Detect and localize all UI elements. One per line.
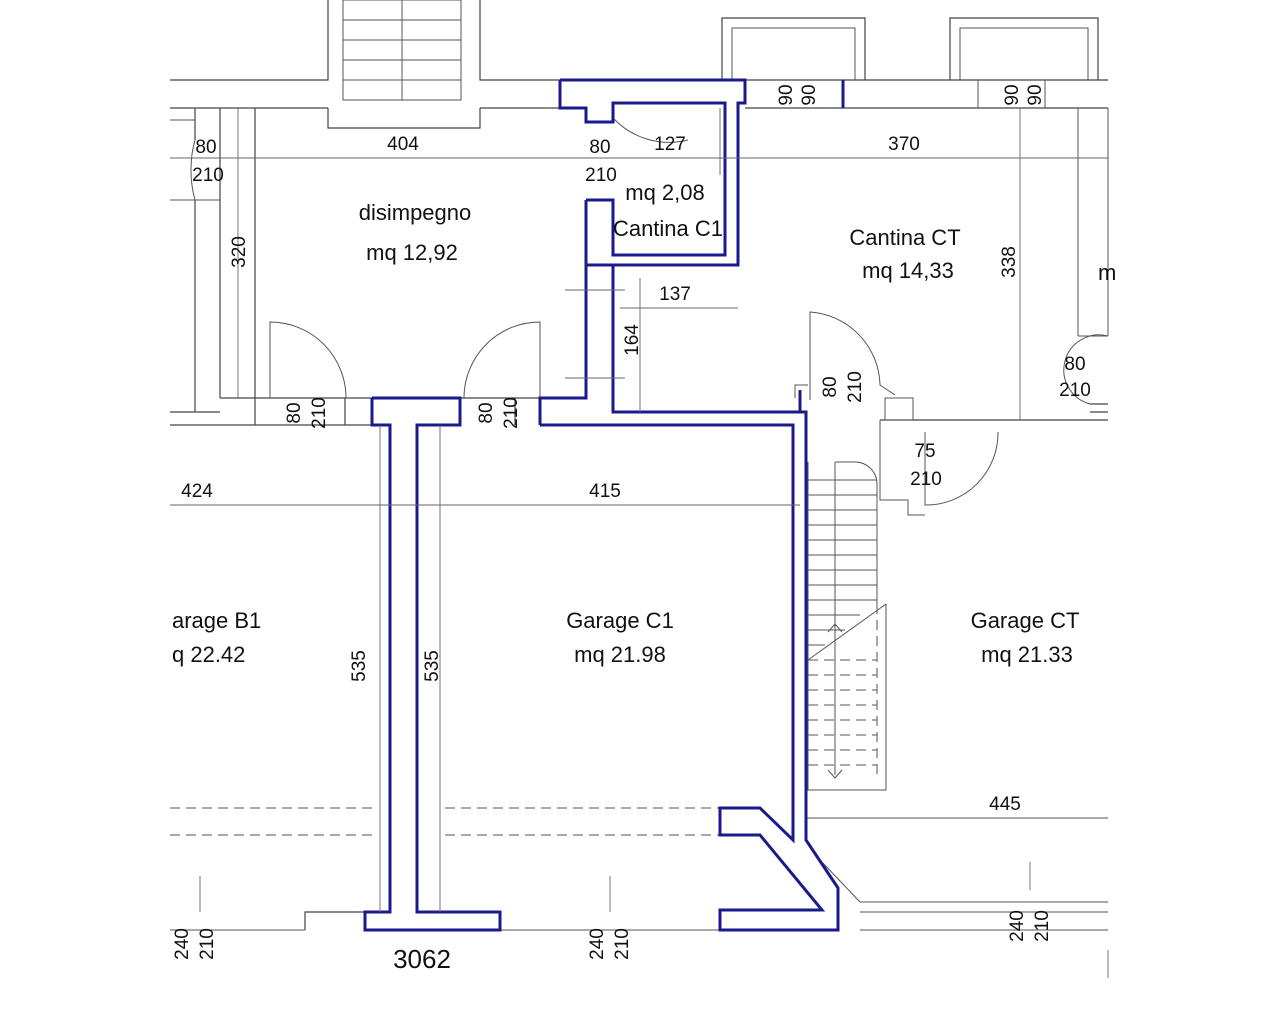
hidden-lines bbox=[170, 807, 1108, 931]
unit-c1-walls bbox=[363, 78, 845, 932]
window-b-width-1: 90 bbox=[1002, 84, 1023, 105]
room-area-cantina-ct: mq 14,33 bbox=[862, 258, 954, 283]
window-a-width-2: 90 bbox=[799, 84, 820, 105]
room-area-garage-c1: mq 21.98 bbox=[574, 642, 666, 667]
room-area-garage-ct: mq 21.33 bbox=[981, 642, 1073, 667]
top-stair bbox=[170, 0, 560, 129]
door-mid-height: 210 bbox=[585, 165, 617, 186]
opening-labels: 90 90 90 90 80 210 80 210 80 210 80 210 … bbox=[172, 84, 1091, 959]
door-right-height: 210 bbox=[1059, 380, 1091, 401]
window-a-width-1: 90 bbox=[776, 84, 797, 105]
dim-424: 424 bbox=[181, 481, 213, 502]
garage-door-c-height: 210 bbox=[1032, 910, 1053, 942]
dim-445: 445 bbox=[989, 794, 1021, 815]
dim-338: 338 bbox=[999, 246, 1020, 278]
dim-415: 415 bbox=[589, 481, 621, 502]
door-swings bbox=[190, 117, 1109, 506]
door-b-width: 80 bbox=[476, 402, 497, 423]
dim-320: 320 bbox=[229, 236, 250, 268]
door-b-height: 210 bbox=[501, 397, 522, 429]
garage-door-b-height: 210 bbox=[612, 928, 633, 960]
room-name-disimpegno: disimpegno bbox=[359, 200, 472, 225]
room-area-garage-b1: q 22.42 bbox=[172, 642, 245, 667]
dimension-lines bbox=[170, 108, 1109, 978]
room-area-cantina-c1: mq 2,08 bbox=[625, 180, 705, 205]
room-name-garage-c1: Garage C1 bbox=[566, 608, 674, 633]
garage-door-a-width: 240 bbox=[172, 928, 193, 960]
garage-door-b-width: 240 bbox=[587, 928, 608, 960]
dim-total-3062: 3062 bbox=[393, 944, 451, 974]
door-left-height: 210 bbox=[192, 165, 224, 186]
room-labels: disimpegno mq 12,92 mq 2,08 Cantina C1 C… bbox=[172, 180, 1116, 667]
room-area-disimpegno: mq 12,92 bbox=[366, 240, 458, 265]
dim-127: 127 bbox=[654, 134, 686, 155]
door-left-width: 80 bbox=[195, 137, 216, 158]
stair-right bbox=[794, 384, 925, 791]
dim-535-left: 535 bbox=[349, 650, 370, 682]
garage-door-a-height: 210 bbox=[197, 928, 218, 960]
dim-535-right: 535 bbox=[422, 650, 443, 682]
door-a-height: 210 bbox=[309, 397, 330, 429]
dim-370: 370 bbox=[888, 134, 920, 155]
room-name-garage-ct: Garage CT bbox=[971, 608, 1080, 633]
dim-164: 164 bbox=[622, 324, 643, 356]
dim-137: 137 bbox=[659, 284, 691, 305]
room-name-garage-b1: arage B1 bbox=[172, 608, 261, 633]
garage-door-c-width: 240 bbox=[1007, 910, 1028, 942]
door-a-width: 80 bbox=[284, 402, 305, 423]
room-name-right-cut: m bbox=[1098, 260, 1116, 285]
dim-404: 404 bbox=[387, 134, 419, 155]
door-stair-width: 80 bbox=[820, 376, 841, 397]
window-b-width-2: 90 bbox=[1025, 84, 1046, 105]
door-75-height: 210 bbox=[910, 469, 942, 490]
room-name-cantina-c1: Cantina C1 bbox=[613, 216, 723, 241]
door-stair-height: 210 bbox=[845, 371, 866, 403]
door-mid-width: 80 bbox=[589, 137, 610, 158]
door-75-width: 75 bbox=[914, 441, 935, 462]
outer-walls bbox=[170, 107, 1109, 426]
window-bays bbox=[721, 17, 1108, 109]
room-name-cantina-ct: Cantina CT bbox=[849, 225, 960, 250]
dimension-labels: 404 127 370 320 137 164 338 424 415 535 … bbox=[181, 134, 1021, 974]
door-right-width: 80 bbox=[1064, 354, 1085, 375]
